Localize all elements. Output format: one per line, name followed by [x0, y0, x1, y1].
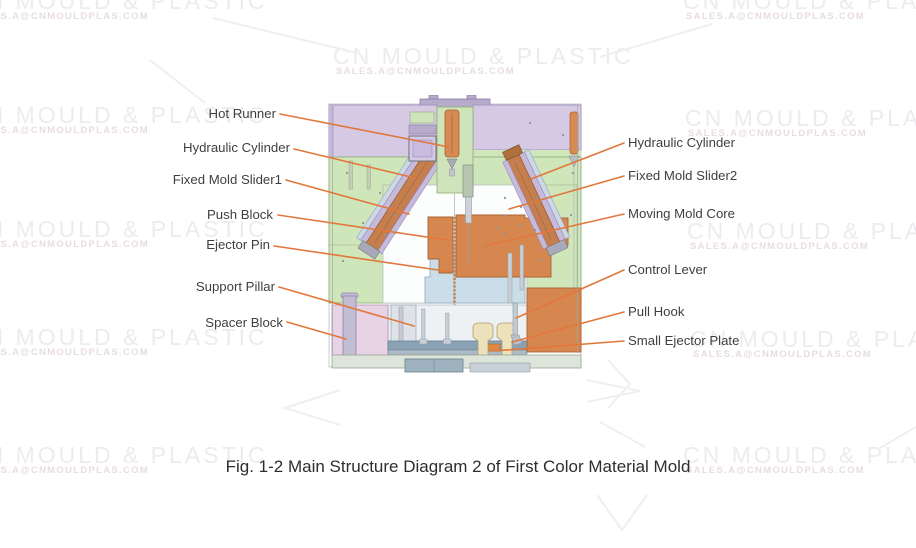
watermark-email: SALES.A@CNMOULDPLAS.COM	[0, 11, 150, 22]
watermark-brand: CN MOULD & PLASTIC	[333, 43, 634, 69]
mold-diagram-svg	[328, 95, 582, 373]
nozzle-fitting	[449, 168, 455, 177]
secondary-nozzle-rod	[465, 196, 472, 224]
label-fixed-mold-slider2: Fixed Mold Slider2	[628, 168, 738, 183]
watermark-email: SALES.A@CNMOULDPLAS.COM	[0, 125, 150, 136]
ejector-pin-rod	[445, 312, 450, 344]
watermark-email: SALES.A@CNMOULDPLAS.COM	[336, 66, 516, 77]
watermark-tile: CN MOULD & PLASTIC SALES.A@CNMOULDPLAS.C…	[687, 220, 916, 252]
watermark-tile: CN MOULD & PLASTIC SALES.A@CNMOULDPLAS.C…	[683, 0, 916, 22]
hydraulic-cylinder-right	[502, 144, 524, 161]
label-support-pillar: Support Pillar	[195, 279, 275, 294]
base-step-block	[469, 362, 531, 373]
watermark-email: SALES.A@CNMOULDPLAS.COM	[0, 347, 150, 358]
return-pin	[519, 244, 524, 291]
watermark-email: SALES.A@CNMOULDPLAS.COM	[690, 241, 870, 252]
label-hydraulic-cylinder-right: Hydraulic Cylinder	[628, 135, 736, 150]
watermark-tile: CN MOULD & PLASTIC SALES.A@CNMOULDPLAS.C…	[0, 0, 268, 22]
label-small-ejector-plate: Small Ejector Plate	[628, 333, 740, 348]
label-hydraulic-cylinder-left: Hydraulic Cylinder	[182, 140, 290, 155]
watermark-brand: CN MOULD & PLASTIC	[0, 0, 268, 14]
watermark-email: SALES.A@CNMOULDPLAS.COM	[693, 349, 873, 360]
label-fixed-mold-slider1: Fixed Mold Slider1	[172, 172, 282, 187]
figure-caption: Fig. 1-2 Main Structure Diagram 2 of Fir…	[225, 457, 691, 476]
support-pillar	[342, 295, 357, 359]
ejector-pin-foot	[443, 338, 452, 345]
return-pin	[507, 252, 513, 304]
edge-cylinder	[569, 111, 579, 155]
label-moving-mold-core: Moving Mold Core	[628, 206, 736, 221]
label-hot-runner: Hot Runner	[208, 106, 276, 121]
lower-orange-block	[526, 287, 582, 353]
label-pull-hook: Pull Hook	[628, 304, 685, 319]
mold-diagram	[325, 95, 585, 375]
pull-hook	[472, 322, 494, 358]
bolt	[348, 160, 353, 190]
spacer-block	[331, 304, 389, 359]
watermark-brand: CN MOULD & PLASTIC	[683, 0, 916, 14]
watermark-brand: CN MOULD & PLASTIC	[687, 218, 916, 244]
secondary-nozzle	[462, 164, 474, 198]
runner-fitting-gray	[408, 124, 437, 135]
watermark-email: SALES.A@CNMOULDPLAS.COM	[686, 11, 866, 22]
watermark-tile: CN MOULD & PLASTIC SALES.A@CNMOULDPLAS.C…	[0, 326, 268, 358]
ejector-pin-rod	[421, 308, 426, 344]
label-push-block: Push Block	[207, 207, 273, 222]
nozzle-tip	[446, 158, 458, 170]
top-clamp-plate-right	[472, 104, 582, 151]
ejector-pin-foot	[419, 338, 428, 345]
runner-fitting-green	[409, 111, 435, 124]
watermark-brand: CN MOULD & PLASTIC	[685, 105, 916, 131]
watermark-tile: CN MOULD & PLASTIC SALES.A@CNMOULDPLAS.C…	[333, 45, 634, 77]
support-column	[390, 304, 417, 346]
control-lever	[512, 302, 518, 336]
bolt	[366, 164, 371, 190]
label-ejector-pin: Ejector Pin	[206, 237, 270, 252]
label-control-lever: Control Lever	[628, 262, 708, 277]
runner-manifold-inner	[412, 139, 433, 158]
plate-edge	[329, 105, 334, 157]
label-spacer-block: Spacer Block	[205, 315, 283, 330]
